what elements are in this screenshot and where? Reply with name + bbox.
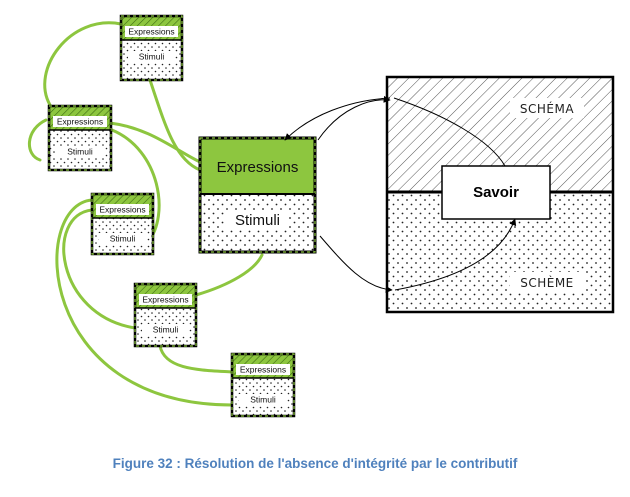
green-connectors [27,21,264,407]
diagram: Expressions Stimuli Expressions Stimuli … [27,14,615,418]
arrow-schema-loop [317,95,391,141]
expression-box-5-bottom-label: Stimuli [250,395,276,405]
savoir-box [441,165,551,220]
connector-box1-central [148,78,202,172]
connector-box1-box2 [43,21,123,107]
expression-box-2-top-label: Expressions [57,117,103,127]
schema-label: SCHÉMA [520,101,574,116]
arrow-savoir-up [393,97,506,167]
central-expression-box: Expressions Stimuli [198,136,317,254]
expression-box-1-top-label: Expressions [128,27,174,37]
connector-box4-central [194,253,264,297]
central-box-top-label: Expressions [217,159,299,176]
expression-box-4-bottom-label: Stimuli [153,325,179,335]
connector-box2-central [108,121,202,164]
connector-box3-box5 [55,198,234,407]
schema-scheme-panel: SCHÉMA SCHÈME Savoir [385,75,615,314]
arrow-to-schema [319,235,393,294]
expression-box-3: Expressions Stimuli [90,192,155,256]
arrow-back-to-expressions [284,97,391,141]
expression-box-1: Expressions Stimuli [119,14,184,82]
expression-box-4: Expressions Stimuli [133,282,198,348]
arrow-scheme-up [394,218,517,291]
expression-box-2: Expressions Stimuli [47,104,113,172]
scheme-label: SCHÈME [520,275,574,290]
expression-box-4-top-label: Expressions [142,295,188,305]
expression-box-5: Expressions Stimuli [230,352,296,418]
central-box-bottom-label: Stimuli [235,212,280,229]
connector-box2-loop [27,118,48,162]
figure-caption: Figure 32 : Résolution de l'absence d'in… [112,456,518,471]
expression-box-2-bottom-label: Stimuli [67,147,93,157]
connector-box4-box5 [158,344,234,374]
expression-box-5-top-label: Expressions [240,365,286,375]
cycle-arrows [284,95,517,294]
savoir-label: Savoir [473,184,519,201]
expression-box-3-bottom-label: Stimuli [110,234,136,244]
connector-box3-box4 [62,208,137,330]
expression-box-1-bottom-label: Stimuli [139,52,165,62]
expression-box-3-top-label: Expressions [99,205,145,215]
